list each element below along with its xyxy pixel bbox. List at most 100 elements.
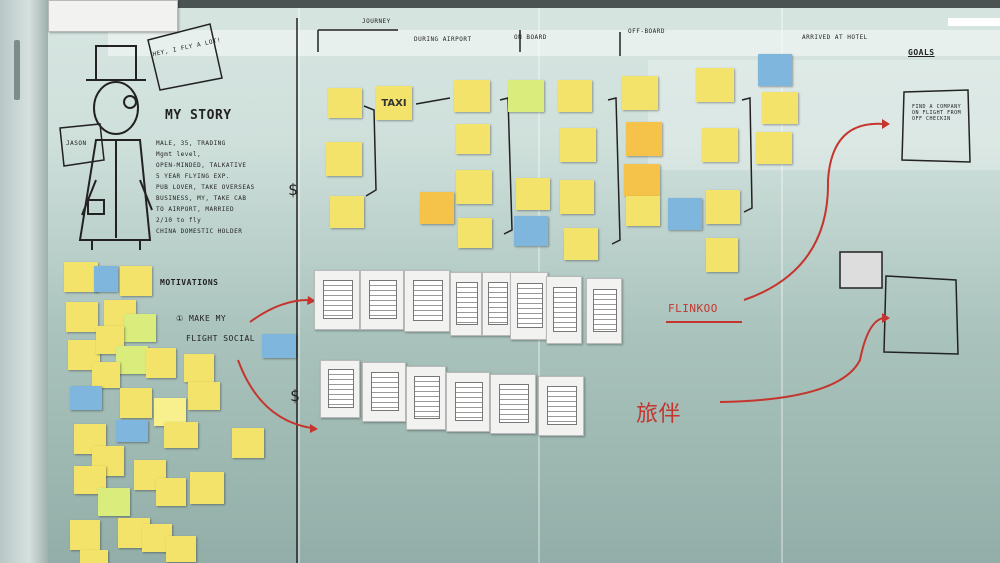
sticky-note xyxy=(164,422,198,448)
sticky-note xyxy=(326,142,362,176)
ceiling-light xyxy=(948,18,1000,26)
window-reflection xyxy=(108,30,1000,56)
sticky-note xyxy=(758,54,792,86)
product-name: FLINKOO xyxy=(668,302,718,315)
sticky-note xyxy=(66,302,98,332)
sticky-note xyxy=(232,428,264,458)
persona-name: JASON xyxy=(66,140,87,147)
sticky-note xyxy=(262,334,296,358)
sticky-note xyxy=(706,190,740,224)
sticky-note xyxy=(626,196,660,226)
sticky-note xyxy=(146,348,176,378)
sticky-note xyxy=(516,178,550,210)
dollar-sign: $ xyxy=(290,386,301,405)
sticky-note xyxy=(454,80,490,112)
dollar-sign: $ xyxy=(288,180,299,199)
story-line: 2/10 to fly xyxy=(156,217,202,224)
stage-label: OFF-BOARD xyxy=(628,28,666,35)
sticky-note xyxy=(98,488,130,516)
sticky-note xyxy=(696,68,734,102)
wireframe-card xyxy=(404,270,450,332)
sticky-note xyxy=(124,314,156,342)
sticky-note xyxy=(622,76,658,110)
sticky-note xyxy=(668,198,702,230)
wireframe-card xyxy=(482,272,512,336)
sticky-note xyxy=(184,354,214,382)
board-seam xyxy=(298,8,300,563)
wireframe-card xyxy=(546,276,582,344)
sticky-note xyxy=(560,180,594,214)
wireframe-card xyxy=(360,270,404,330)
door-hinge xyxy=(14,40,20,100)
stage-label: DURING AIRPORT xyxy=(414,36,472,43)
sticky-note xyxy=(120,266,152,296)
sticky-note xyxy=(156,478,186,506)
wireframe-card xyxy=(314,270,360,330)
sticky-note xyxy=(120,388,152,418)
sticky-note xyxy=(330,196,364,228)
sticky-note xyxy=(188,382,220,410)
sticky-note xyxy=(116,420,148,442)
sticky-note xyxy=(166,536,196,562)
sticky-note xyxy=(92,362,120,388)
motivation-item: FLIGHT SOCIAL xyxy=(186,334,256,343)
wireframe-card xyxy=(362,362,406,422)
sticky-note xyxy=(626,122,662,156)
motivation-item: ① MAKE MY xyxy=(176,314,227,323)
story-line: CHINA DOMESTIC HOLDER xyxy=(156,228,243,235)
story-line: BUSINESS, MY, TAKE CAB xyxy=(156,195,247,202)
wireframe-card xyxy=(320,360,360,418)
sticky-note xyxy=(558,80,592,112)
sticky-note xyxy=(80,550,108,563)
sticky-note xyxy=(624,164,660,196)
goal-text: FIND A COMPANY ON FLIGHT FROM OFF CHECKI… xyxy=(912,104,962,122)
sticky-note xyxy=(154,398,186,426)
sticky-note xyxy=(560,128,596,162)
motivations-heading: MOTIVATIONS xyxy=(160,278,219,287)
story-line: OPEN-MINDED, TALKATIVE xyxy=(156,162,247,169)
sticky-note xyxy=(564,228,598,260)
journey-heading: JOURNEY xyxy=(362,18,391,25)
story-line: 5 YEAR FLYING EXP. xyxy=(156,173,231,180)
story-line: TO AIRPORT, MARRIED xyxy=(156,206,235,213)
story-line: PUB LOVER, TAKE OVERSEAS xyxy=(156,184,255,191)
sticky-note xyxy=(756,132,792,164)
wall-edge xyxy=(0,0,48,563)
sticky-note xyxy=(64,262,98,292)
sticky-note xyxy=(116,346,148,374)
sticky-note xyxy=(706,238,738,272)
sticky-note xyxy=(762,92,798,124)
story-heading: MY STORY xyxy=(165,108,232,123)
sticky-note xyxy=(190,472,224,504)
story-text: MALE, 35, TRADING Mgmt level, OPEN-MINDE… xyxy=(156,138,255,237)
story-line: MALE, 35, TRADING xyxy=(156,140,226,147)
wireframe-card xyxy=(586,278,622,344)
chinese-label: 旅伴 xyxy=(636,402,682,427)
sticky-note xyxy=(420,192,454,224)
sticky-note xyxy=(458,218,492,248)
board-seam xyxy=(781,8,783,563)
stage-label: ARRIVED AT HOTEL xyxy=(802,34,868,41)
wireframe-card xyxy=(538,376,584,436)
story-line: Mgmt level, xyxy=(156,151,202,158)
sticky-note-taxi: TAXI xyxy=(376,86,412,120)
wireframe-card xyxy=(510,272,548,340)
sticky-note xyxy=(70,386,102,410)
sticky-note xyxy=(702,128,738,162)
goals-heading: GOALS xyxy=(908,48,935,57)
sticky-note xyxy=(328,88,362,118)
wireframe-card xyxy=(450,272,482,336)
paper-sheet xyxy=(48,0,178,32)
board-top-frame xyxy=(48,0,1000,8)
stage-label: ON BOARD xyxy=(514,34,547,41)
wireframe-card xyxy=(406,366,446,430)
sticky-note xyxy=(508,80,544,112)
wireframe-card xyxy=(490,374,536,434)
sticky-note xyxy=(514,216,548,246)
wireframe-card xyxy=(446,372,490,432)
sticky-note xyxy=(456,124,490,154)
sticky-note xyxy=(456,170,492,204)
sticky-note xyxy=(94,266,118,292)
sticky-note xyxy=(70,520,100,550)
